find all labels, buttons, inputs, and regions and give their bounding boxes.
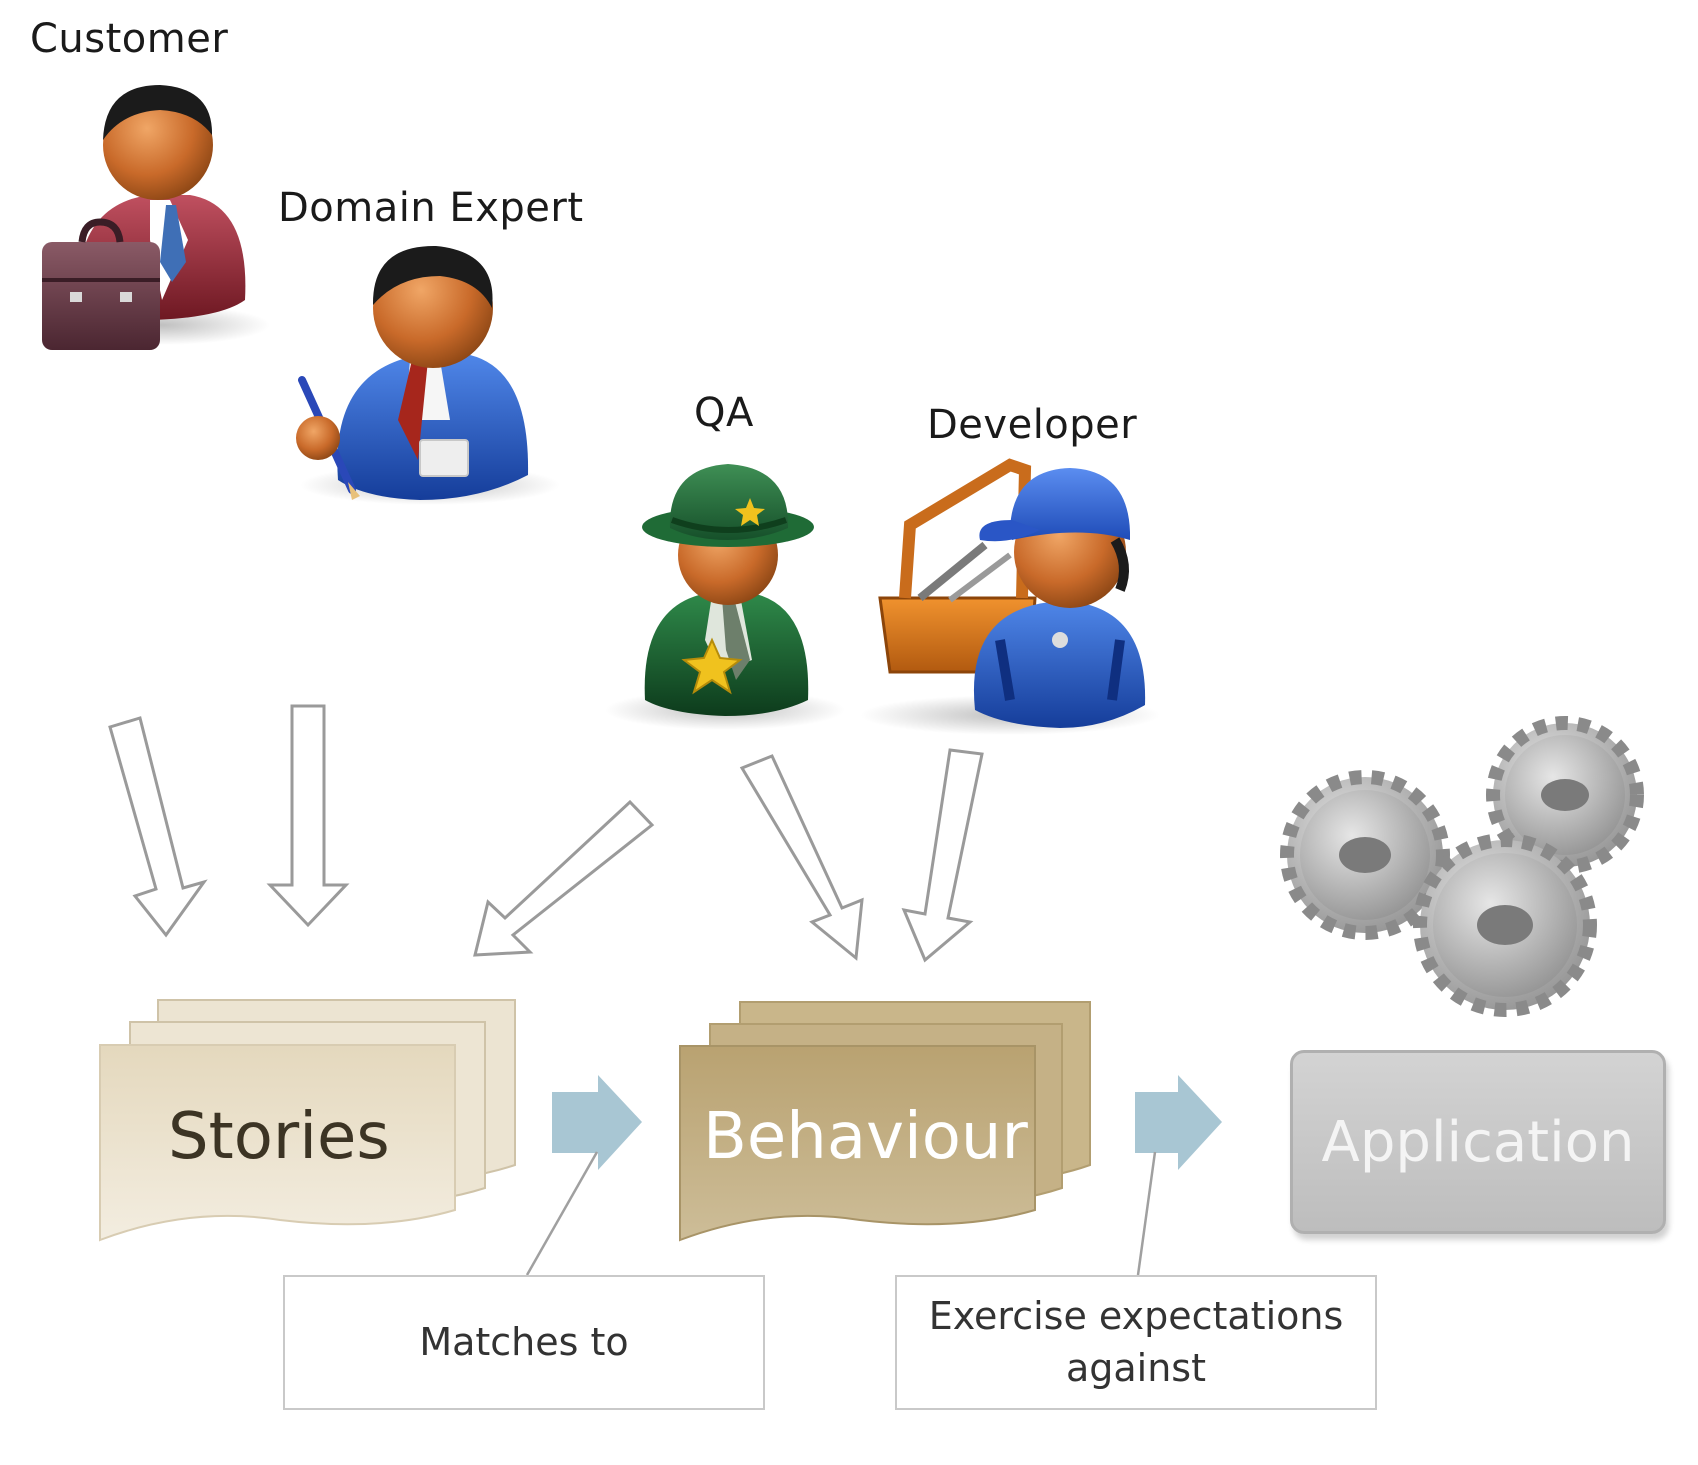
matches-to-text: Matches to (419, 1319, 629, 1364)
stories-document-stack (99, 999, 516, 1242)
connector-exercise (1136, 1151, 1157, 1276)
arrow-domain-expert-to-stories (266, 704, 350, 928)
customer-label: Customer (30, 16, 229, 62)
qa-avatar (605, 464, 845, 730)
arrow-qa-to-stories (473, 799, 655, 957)
flow-arrow-behaviour-to-application (1135, 1075, 1222, 1170)
behaviour-label: Behaviour (703, 1100, 1028, 1174)
domain-expert-avatar (296, 245, 560, 505)
exercise-text-line2: against (1065, 1345, 1207, 1390)
arrow-developer-to-behaviour (901, 748, 984, 963)
domain-expert-label: Domain Expert (278, 185, 584, 231)
customer-avatar (42, 85, 270, 350)
stories-label: Stories (168, 1100, 390, 1174)
matches-to-box: Matches to (283, 1275, 765, 1410)
connector-matches-to (525, 1151, 599, 1276)
briefcase-icon (42, 218, 160, 350)
exercise-text-line1: Exercise expectations (928, 1294, 1344, 1339)
flow-arrow-stories-to-behaviour (552, 1075, 642, 1170)
arrow-customer-to-stories (108, 716, 208, 938)
application-label: Application (1321, 1109, 1635, 1175)
developer-avatar (860, 458, 1160, 735)
behaviour-document-stack (679, 1001, 1091, 1242)
arrow-qa-to-behaviour (739, 754, 864, 961)
exercise-expectations-box: Exercise expectations against (895, 1275, 1377, 1410)
qa-label: QA (694, 390, 754, 436)
gears-icon (1280, 716, 1644, 1017)
outline-arrows (108, 704, 984, 963)
developer-label: Developer (927, 402, 1138, 448)
application-box: Application (1290, 1050, 1666, 1234)
